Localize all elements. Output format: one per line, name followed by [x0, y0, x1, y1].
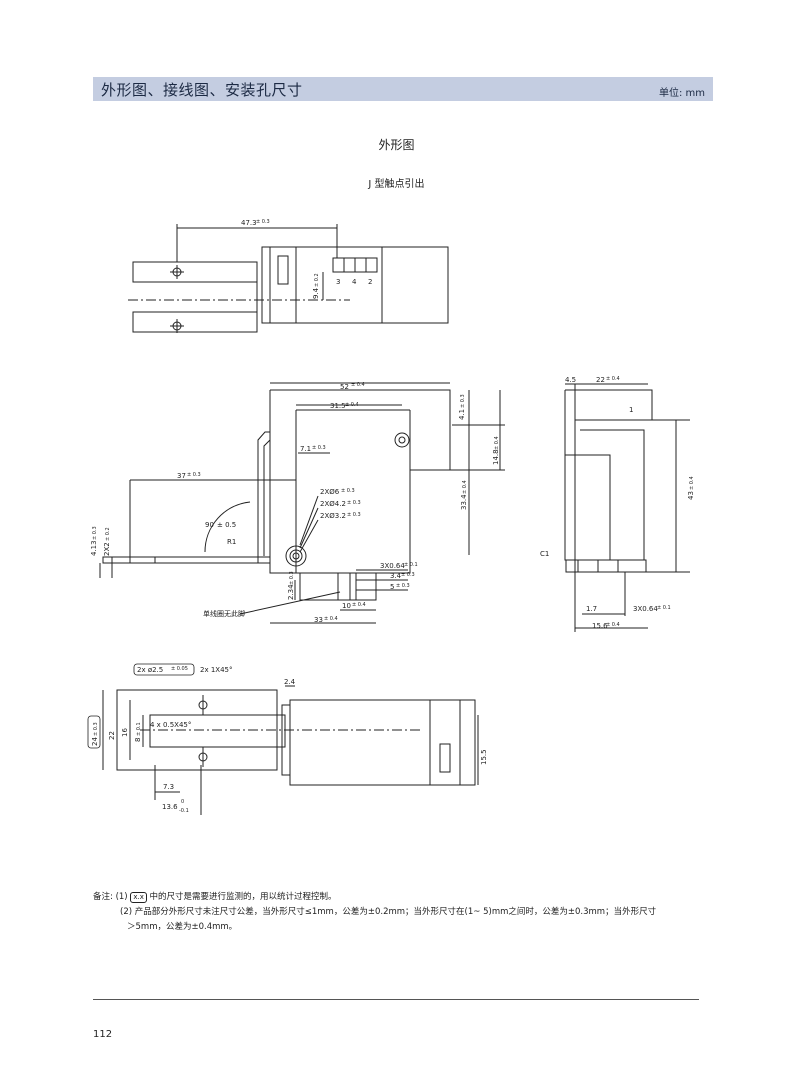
- dim-7-1: 7.1: [300, 445, 311, 453]
- footer-divider: [93, 999, 699, 1000]
- dim-47-3-tol: ± 0.3: [256, 219, 270, 225]
- section-subtitle: J 型触点引出: [368, 179, 425, 190]
- dim-3x0-64: 3X0.64: [380, 562, 405, 570]
- dim-33: 33: [314, 616, 323, 624]
- dim-2-4: 2.4: [284, 678, 296, 686]
- drawing-2-front-view: [99, 382, 505, 624]
- dim-2-34-tol: ± 0.3: [289, 571, 295, 585]
- dim-13-6: 13.6: [162, 803, 178, 811]
- dim-3-4: 3.4: [390, 572, 402, 580]
- section-title: 外形图: [378, 138, 415, 152]
- dim-3x0-64-tol: ± 0.1: [404, 562, 418, 568]
- hole-3-2-tol: ± 0.3: [347, 512, 361, 518]
- hole-box-frame: [133, 663, 195, 676]
- dim-31-5: 31.5: [330, 402, 346, 410]
- dim-52-tol: ± 0.4: [351, 382, 365, 388]
- dim-16: 16: [121, 728, 129, 737]
- dim-2-34: 2.34: [287, 584, 295, 600]
- angle-tol: ± 0.5: [217, 521, 236, 529]
- dim-22: 22: [596, 376, 605, 384]
- dim-15-5: 15.5: [480, 749, 488, 765]
- dim-24: 24: [91, 737, 99, 746]
- dim-15-6: 15.6: [592, 622, 608, 630]
- dim-33-4-tol: ± 0.4: [462, 480, 468, 494]
- drawing-1-top-view: [128, 224, 449, 333]
- dim-47-3: 47.3: [241, 219, 257, 227]
- dim-1-7: 1.7: [586, 605, 597, 613]
- dim-33-4: 33.4: [460, 494, 468, 510]
- dim-7-1-tol: ± 0.3: [312, 445, 326, 451]
- hole-6-tol: ± 0.3: [341, 488, 355, 494]
- hole-3-2: 2XØ3.2: [320, 512, 346, 520]
- page-number: 112: [93, 1029, 113, 1040]
- hole-6: 2XØ6: [320, 488, 340, 496]
- dim-52: 52: [340, 383, 349, 391]
- dim-13-6-tol-upper: 0: [181, 799, 184, 805]
- dim-4-13: 4.13: [90, 540, 98, 556]
- dim-9-4-tol: ± 0.2: [314, 273, 320, 287]
- page-title: 外形图、接线图、安装孔尺寸: [101, 81, 303, 99]
- dim-22-tol: ± 0.4: [606, 376, 620, 382]
- dim-8: 8: [134, 738, 142, 742]
- note-1-prefix: (1): [115, 892, 128, 902]
- hole-4-2-tol: ± 0.3: [347, 500, 361, 506]
- note-1-boxmark: x.x: [130, 892, 147, 903]
- note-1-text: 中的尺寸是需要进行监测的，用以统计过程控制。: [149, 892, 337, 902]
- dim-3-4-tol: ± 0.3: [401, 572, 415, 578]
- dim-13-6-tol-lower: -0.1: [179, 808, 189, 814]
- drawing-3-side-view: [564, 383, 690, 632]
- hole-box-label: 2x ø2.5: [137, 666, 163, 674]
- dim-14-8-tol: ± 0.4: [494, 436, 500, 450]
- notes-block: 备注: (1) x.x 中的尺寸是需要进行监测的，用以统计过程控制。 (2) 产…: [93, 890, 656, 935]
- note-2-prefix: (2): [120, 907, 133, 917]
- dim-5-tol: ± 0.3: [396, 583, 410, 589]
- header-bar: 外形图、接线图、安装孔尺寸 单位: mm: [93, 77, 713, 101]
- chamfer-inner: 4 x 0.5X45°: [150, 721, 191, 729]
- callout-no-pin: 单线圈无此脚: [203, 609, 245, 618]
- angle-90: 90: [205, 521, 214, 529]
- dim-33-tol: ± 0.4: [324, 616, 338, 622]
- drawing-4-bottom-view: [102, 685, 479, 815]
- dim-15-6-tol: ± 0.4: [606, 622, 620, 628]
- dim-22-bottom: 22: [108, 731, 116, 740]
- dim-4-5: 4.5: [565, 376, 576, 384]
- dim-4-1: 4.1: [458, 409, 466, 420]
- notes-label: 备注:: [93, 892, 113, 902]
- dim-24-tol: ± 0.3: [93, 722, 99, 736]
- dim-10: 10: [342, 602, 351, 610]
- dim-24-box-frame: [87, 715, 101, 749]
- dim-31-5-tol: ± 0.4: [345, 402, 359, 408]
- dim-5: 5: [390, 583, 394, 591]
- chamfer-c1: C1: [540, 550, 549, 558]
- dim-2x2-tol: ± 0.2: [105, 527, 111, 541]
- note-2-continuation: ＞5mm，公差为±0.4mm。: [127, 922, 238, 932]
- hole-4-2: 2XØ4.2: [320, 500, 346, 508]
- pin-label-1: 3: [336, 278, 340, 286]
- hole-box-tol: ± 0.05: [171, 666, 188, 672]
- dim-4-1-tol: ± 0.3: [460, 394, 466, 408]
- dim-9-4: 9.4: [312, 287, 320, 299]
- unit-label: 单位: mm: [658, 88, 705, 99]
- pin-label-3: 2: [368, 278, 372, 286]
- dim-14-8: 14.8: [492, 449, 500, 465]
- chamfer-top: 2x 1X45°: [200, 666, 232, 674]
- dim-8-tol: ± 0.1: [136, 722, 142, 736]
- dim-37-tol: ± 0.3: [187, 472, 201, 478]
- dim-43-tol: ± 0.4: [689, 476, 695, 490]
- pin-label-2: 4: [352, 278, 357, 286]
- dim-3x0-64-side: 3X0.64: [633, 605, 658, 613]
- dim-43: 43: [687, 491, 695, 500]
- dim-37: 37: [177, 472, 186, 480]
- dim-1: 1: [629, 406, 633, 414]
- note-2-text: 产品部分外形尺寸未注尺寸公差，当外形尺寸≤1mm，公差为±0.2mm；当外形尺寸…: [134, 907, 657, 917]
- dim-10-tol: ± 0.4: [352, 602, 366, 608]
- dim-3x0-64-side-tol: ± 0.1: [657, 605, 671, 611]
- dim-4-13-tol: ± 0.3: [92, 526, 98, 540]
- dim-7-3: 7.3: [163, 783, 174, 791]
- radius-r1: R1: [227, 538, 236, 546]
- dim-2x2: 2X2: [103, 542, 111, 556]
